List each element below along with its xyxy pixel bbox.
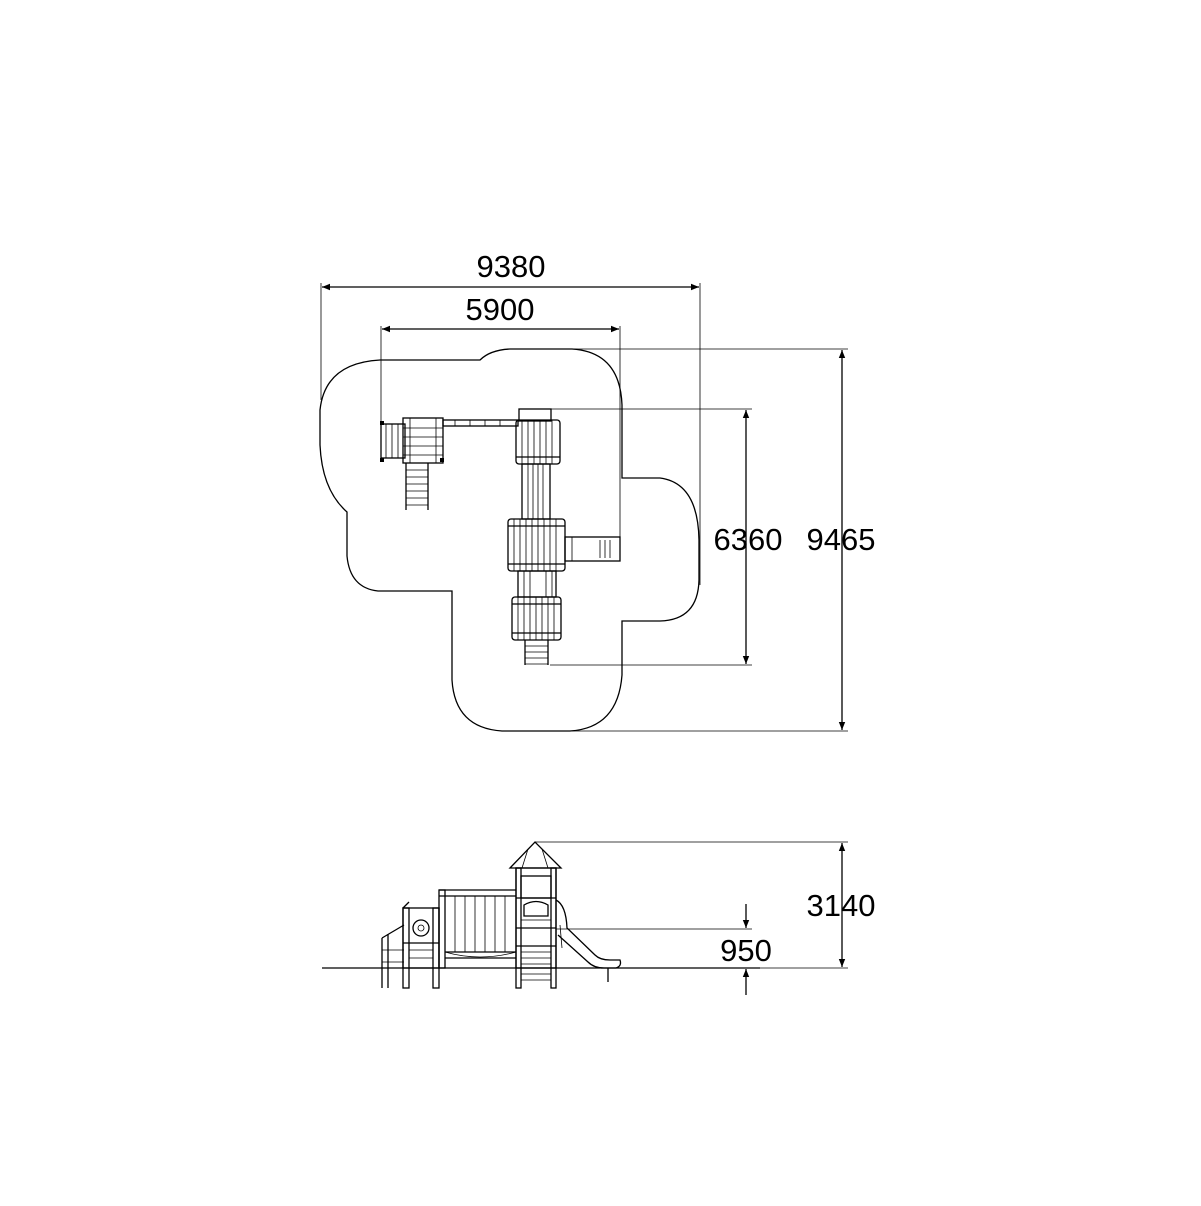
plan-slide	[564, 536, 621, 562]
plan-middle-tower	[507, 518, 566, 572]
dimension-label-9380: 9380	[477, 249, 546, 284]
elevation-bridge	[438, 889, 517, 969]
elevation-slide	[555, 899, 622, 982]
plan-left-tower	[380, 417, 444, 464]
dimension-label-6360: 6360	[714, 522, 783, 557]
dimension-label-950: 950	[720, 933, 772, 968]
dimension-label-5900: 5900	[466, 292, 535, 327]
dimension-950: 950	[556, 904, 772, 995]
dimension-label-9465: 9465	[807, 522, 876, 557]
elevation-main-tower	[508, 841, 563, 989]
safety-zone-outline	[319, 348, 700, 732]
dimension-label-3140: 3140	[807, 888, 876, 923]
dimension-3140: 3140	[535, 841, 876, 969]
plan-bottom-tower	[511, 596, 562, 641]
plan-bridge	[442, 419, 519, 427]
plan-left-ladder	[405, 463, 429, 510]
plan-tunnel	[521, 463, 551, 520]
plan-view: 9380 5900 6360 9465	[319, 249, 876, 732]
dimension-9380: 9380	[320, 249, 701, 585]
dimension-6360: 6360	[550, 408, 783, 666]
plan-top-tower	[515, 408, 561, 465]
elevation-view: 3140 950	[322, 841, 876, 995]
dimension-5900: 5900	[380, 292, 621, 540]
plan-connector	[517, 570, 557, 598]
plan-bottom-ladder	[524, 640, 549, 665]
dimension-9465: 9465	[510, 348, 876, 732]
elevation-left-tower	[381, 901, 440, 989]
